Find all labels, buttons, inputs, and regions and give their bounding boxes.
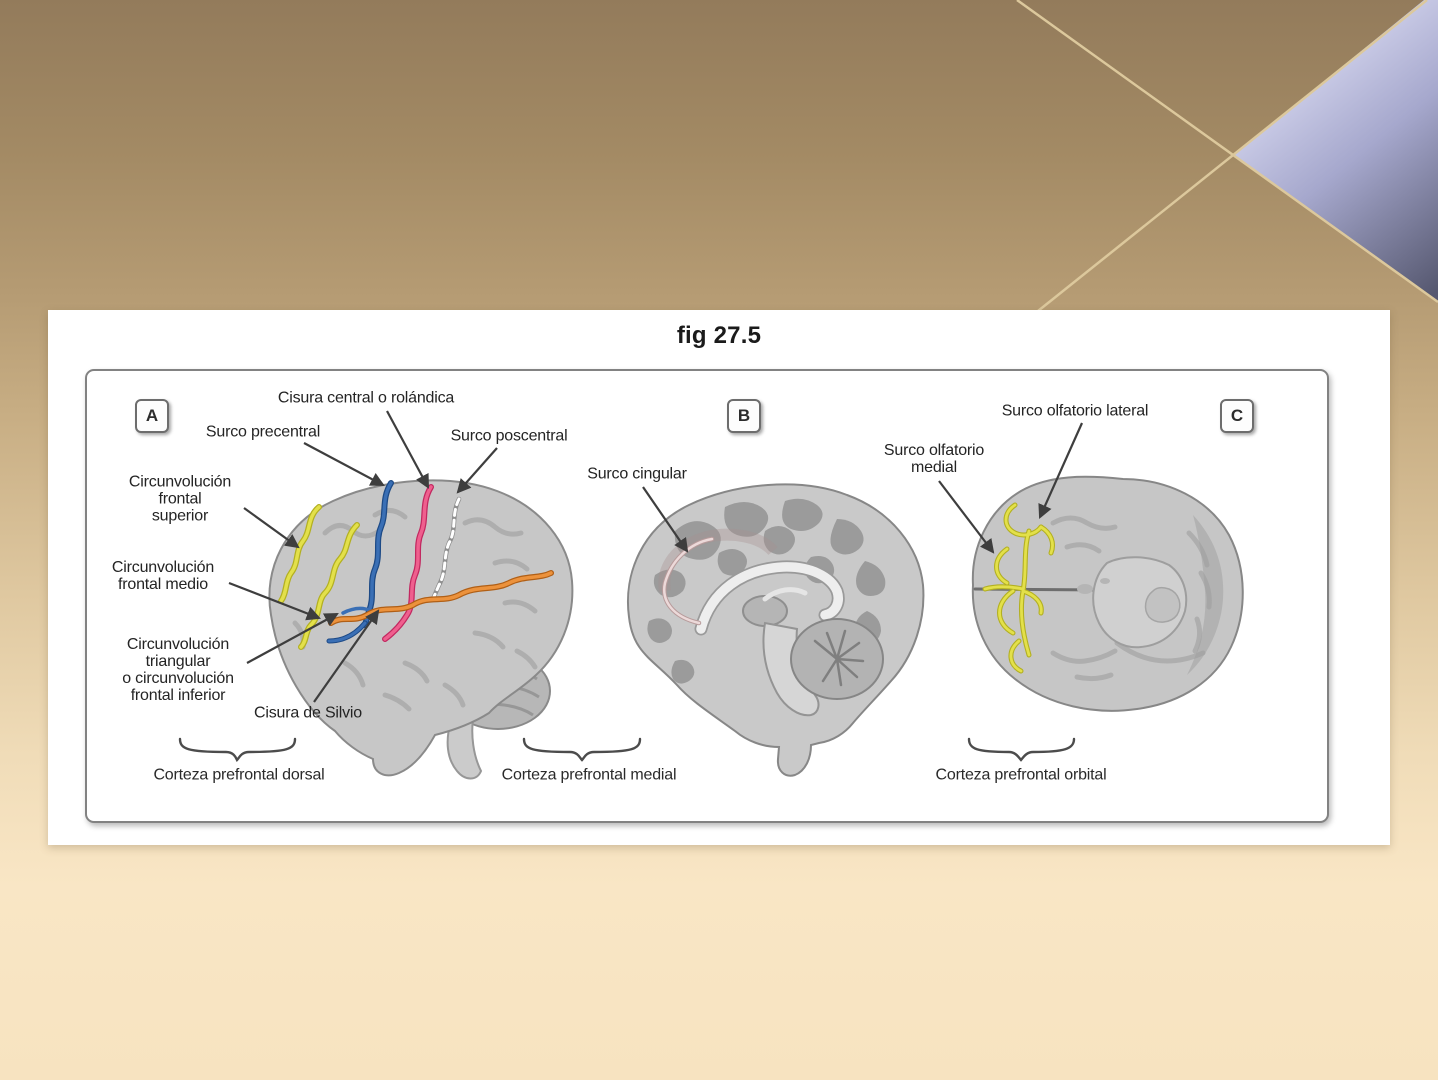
underbrace-icon — [178, 737, 297, 763]
brain-a-illustration — [268, 479, 574, 780]
figure-title: fig 27.5 — [676, 322, 762, 349]
brain-b-illustration — [627, 483, 925, 777]
label-cisura-central: Cisura central o rolándica — [277, 389, 455, 407]
lavender-diamond — [1233, 0, 1438, 301]
figure-artwork — [178, 410, 1244, 780]
label-surco-olfatorio-lateral: Surco olfatorio lateral — [1001, 402, 1149, 420]
arrow-icon — [303, 442, 385, 487]
content-card: fig 27.5 — [48, 310, 1390, 845]
arrow-icon — [243, 507, 300, 549]
arrow-icon — [228, 581, 321, 621]
label-cisura-silvio: Cisura de Silvio — [254, 704, 362, 722]
arrow-icon — [938, 480, 995, 554]
label-surco-olfatorio-medial: Surco olfatorio medial — [883, 442, 985, 476]
region-label-dorsal: Corteza prefrontal dorsal — [153, 766, 325, 784]
leader-arrows — [228, 410, 1084, 703]
panel-b-tag: B — [727, 399, 761, 433]
panel-c-tag-letter: C — [1230, 406, 1244, 425]
brain-c-illustration — [971, 475, 1244, 712]
arrow-icon — [386, 410, 430, 489]
region-label-orbital: Corteza prefrontal orbital — [935, 766, 1107, 784]
figure-frame: A B C Cisura central o rolándica Surco p… — [85, 369, 1329, 823]
arrow-icon — [456, 447, 498, 494]
underbrace-icons — [178, 737, 1076, 763]
underbrace-icon — [967, 737, 1076, 762]
label-circ-frontal-superior: Circunvolución frontal superior — [128, 473, 232, 525]
label-circ-triangular: Circunvolución triangular o circunvoluci… — [122, 636, 234, 704]
label-surco-poscentral: Surco poscentral — [450, 427, 568, 445]
panel-a-tag: A — [135, 399, 169, 433]
label-surco-precentral: Surco precentral — [205, 423, 321, 441]
panel-b-tag-letter: B — [737, 406, 751, 425]
region-label-medial: Corteza prefrontal medial — [501, 766, 677, 784]
arrow-icon — [246, 612, 339, 664]
arrow-icon — [1038, 422, 1084, 519]
underbrace-icon — [522, 737, 642, 762]
arrow-icon — [642, 486, 689, 553]
arrow-icon — [313, 609, 380, 703]
diagonal-line-icon — [1032, 0, 1428, 316]
panel-c-tag: C — [1220, 399, 1254, 433]
label-surco-cingular: Surco cingular — [587, 465, 687, 483]
label-circ-frontal-medio: Circunvolución frontal medio — [111, 559, 215, 593]
diagonal-line-icon — [1016, 0, 1438, 304]
panel-a-tag-letter: A — [145, 406, 159, 425]
